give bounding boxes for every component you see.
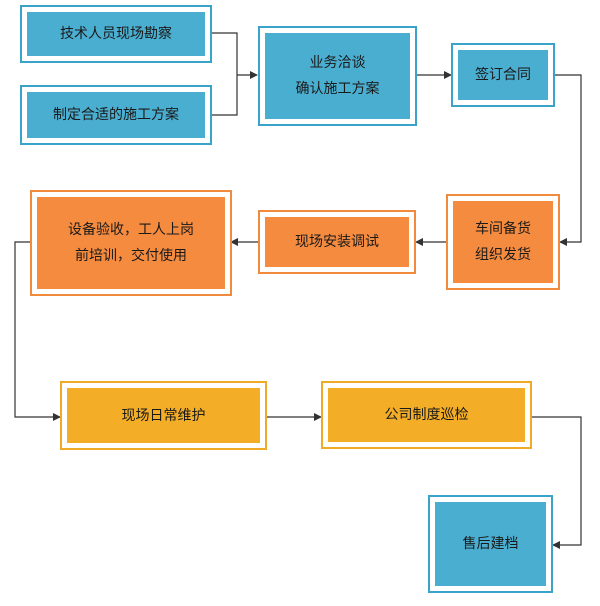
node-contract: 签订合同 [451,43,555,107]
node-survey-line-1: 技术人员现场勘察 [60,26,172,42]
node-maintenance-line-1: 现场日常维护 [121,407,206,424]
node-archive-line-1: 售后建档 [462,536,519,552]
node-plan: 制定合适的施工方案 [20,85,212,145]
node-negotiate-line-1: 业务洽谈 [309,55,366,71]
connector-inspection-to-archive [530,416,582,549]
connector-survey-to-negotiate [210,32,238,75]
node-acceptance-line-2: 前培训，交付使用 [75,248,187,264]
node-inspection: 公司制度巡检 [323,383,530,447]
connector-contract-to-ship [553,74,582,246]
node-acceptance: 设备验收，工人上岗 前培训，交付使用 [32,192,230,294]
node-maintenance: 现场日常维护 [62,383,265,448]
node-install-line-1: 现场安装调试 [295,234,379,250]
node-archive: 售后建档 [428,495,553,593]
node-inspection-line-1: 公司制度巡检 [384,407,469,423]
node-install: 现场安装调试 [260,212,414,272]
node-survey: 技术人员现场勘察 [20,5,212,63]
connector-acceptance-to-maintenance [14,241,61,421]
connector-plan-to-negotiate [210,75,238,116]
node-contract-line-1: 签订合同 [475,67,531,83]
node-ship-line-1: 车间备货 [475,221,531,237]
node-plan-line-1: 制定合适的施工方案 [53,107,179,123]
node-negotiate: 业务洽谈 确认施工方案 [258,26,417,126]
node-acceptance-line-1: 设备验收，工人上岗 [68,222,194,238]
node-ship-line-2: 组织发货 [475,247,531,263]
node-ship: 车间备货 组织发货 [448,196,558,288]
node-negotiate-line-2: 确认施工方案 [295,81,380,97]
